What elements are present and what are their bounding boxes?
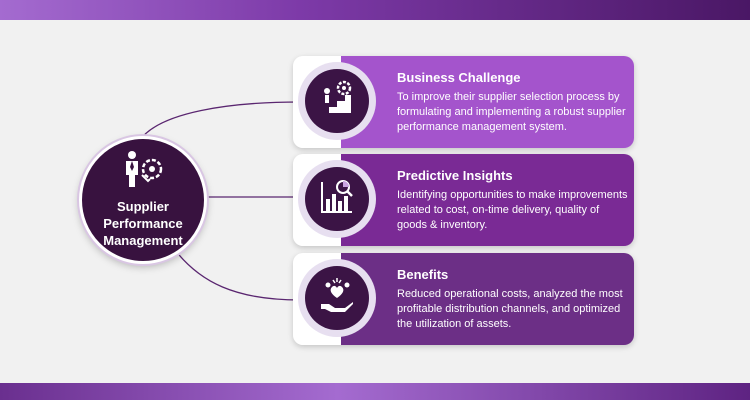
- card-body: Identifying opportunities to make improv…: [397, 189, 628, 231]
- card-title: Predictive Insights: [397, 168, 513, 183]
- connector-top: [139, 101, 301, 141]
- predictive-insights-card: Predictive Insights Identifying opportun…: [293, 154, 634, 246]
- bottom-banner: [0, 383, 750, 400]
- connector-bottom: [174, 249, 301, 301]
- benefits-card: Benefits Reduced operational costs, anal…: [293, 253, 634, 345]
- card-body: Reduced operational costs, analyzed the …: [397, 288, 623, 330]
- business-challenge-card: Business Challenge To improve their supp…: [293, 56, 634, 148]
- hub-title: Supplier Performance Management: [103, 198, 182, 249]
- card-body: To improve their supplier selection proc…: [397, 91, 626, 133]
- top-banner: [0, 0, 750, 20]
- analytics-chart-icon: [317, 177, 357, 222]
- hand-benefits-icon: [317, 276, 357, 321]
- hub-title-line-3: Management: [103, 233, 183, 248]
- icon-ring: [298, 62, 376, 140]
- icon-ring: [298, 259, 376, 337]
- hub-title-line-1: Supplier: [116, 199, 169, 214]
- hub-circle: Supplier Performance Management: [79, 136, 207, 264]
- supplier-gear-icon: [120, 149, 166, 194]
- hub-title-line-2: Performance: [103, 216, 183, 231]
- growth-gear-icon: [317, 79, 357, 124]
- icon-ring: [298, 160, 376, 238]
- card-title: Business Challenge: [397, 70, 521, 85]
- card-title: Benefits: [397, 267, 449, 282]
